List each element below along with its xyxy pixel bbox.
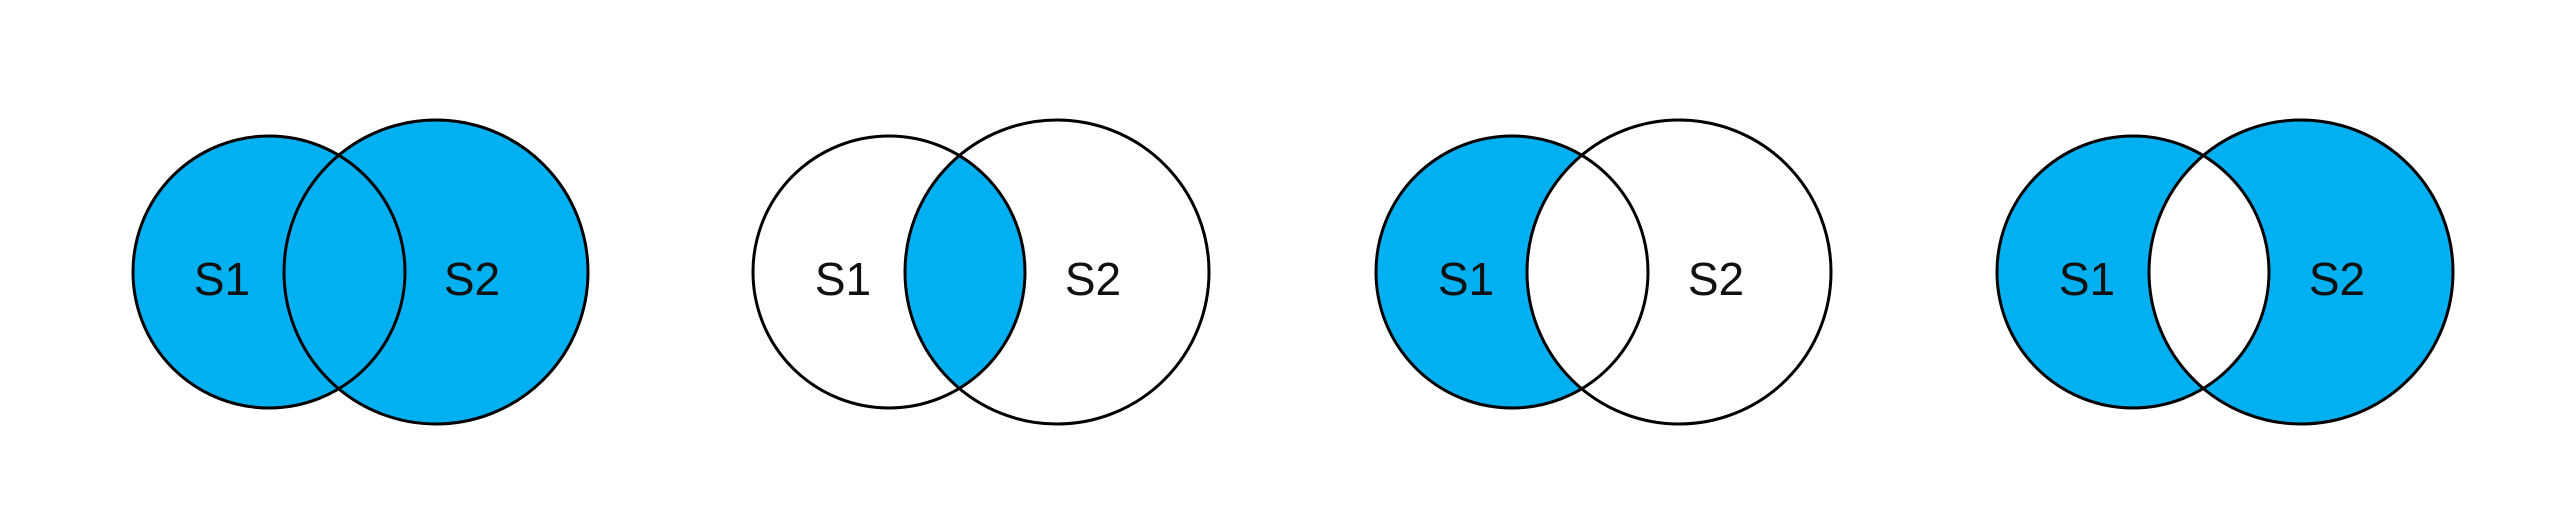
venn-intersection: S1 S2	[751, 118, 1211, 426]
intersection-set-s2-label: S2	[1065, 253, 1121, 305]
union-set-s2-circle	[282, 118, 590, 426]
venn-union: S1 S2	[131, 118, 590, 426]
union-set-s1-circle	[131, 134, 407, 410]
venn-difference: S1 S2	[1374, 118, 1833, 426]
venn-symmetric-difference: S1 S2	[1995, 118, 2455, 426]
intersection-set-s2-circle	[903, 118, 1211, 426]
symmetric-difference-region-s1-only	[1997, 135, 2204, 409]
union-region-s1-only	[132, 136, 339, 408]
difference-set-s2-label: S2	[1688, 253, 1744, 305]
difference-set-s1-circle	[1374, 134, 1650, 410]
symmetric-difference-set-s1-circle	[1995, 134, 2271, 410]
difference-set-s2-circle	[1525, 118, 1833, 426]
intersection-region-intersection	[905, 155, 1026, 389]
difference-region-s1-only	[1375, 136, 1582, 409]
union-region-intersection	[283, 155, 405, 389]
symmetric-difference-set-s1-label: S1	[2059, 253, 2115, 305]
intersection-set-s1-label: S1	[815, 253, 871, 305]
union-set-s1-label: S1	[194, 253, 250, 305]
symmetric-difference-set-s2-label: S2	[2309, 253, 2365, 305]
symmetric-difference-region-s2-only	[2203, 120, 2454, 424]
union-region-s2-only	[338, 120, 588, 425]
difference-set-s1-label: S1	[1438, 253, 1494, 305]
symmetric-difference-set-s2-circle	[2147, 118, 2455, 426]
union-set-s2-label: S2	[444, 253, 500, 305]
intersection-set-s1-circle	[751, 134, 1027, 410]
